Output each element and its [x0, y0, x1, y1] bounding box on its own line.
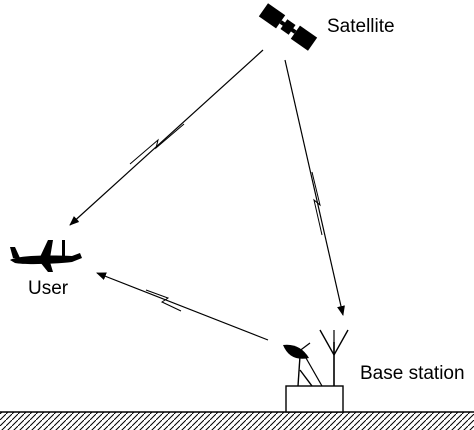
base-station-icon — [283, 329, 349, 413]
satellite-label: Satellite — [327, 16, 395, 37]
link-base-to-user — [96, 272, 269, 341]
wave-mark-satellite-user — [129, 123, 185, 165]
satellite-icon — [258, 3, 318, 51]
base-station-label: Base station — [360, 363, 465, 384]
link-satellite-to-base — [284, 59, 345, 316]
wave-mark-base-user — [145, 289, 182, 312]
airplane-icon — [10, 240, 82, 272]
link-satellite-to-user — [69, 49, 264, 226]
user-label: User — [28, 278, 69, 299]
ground-hatch — [0, 412, 474, 430]
dish-antenna — [283, 344, 309, 359]
base-station-building — [285, 385, 344, 413]
wave-mark-satellite-base — [311, 171, 323, 236]
